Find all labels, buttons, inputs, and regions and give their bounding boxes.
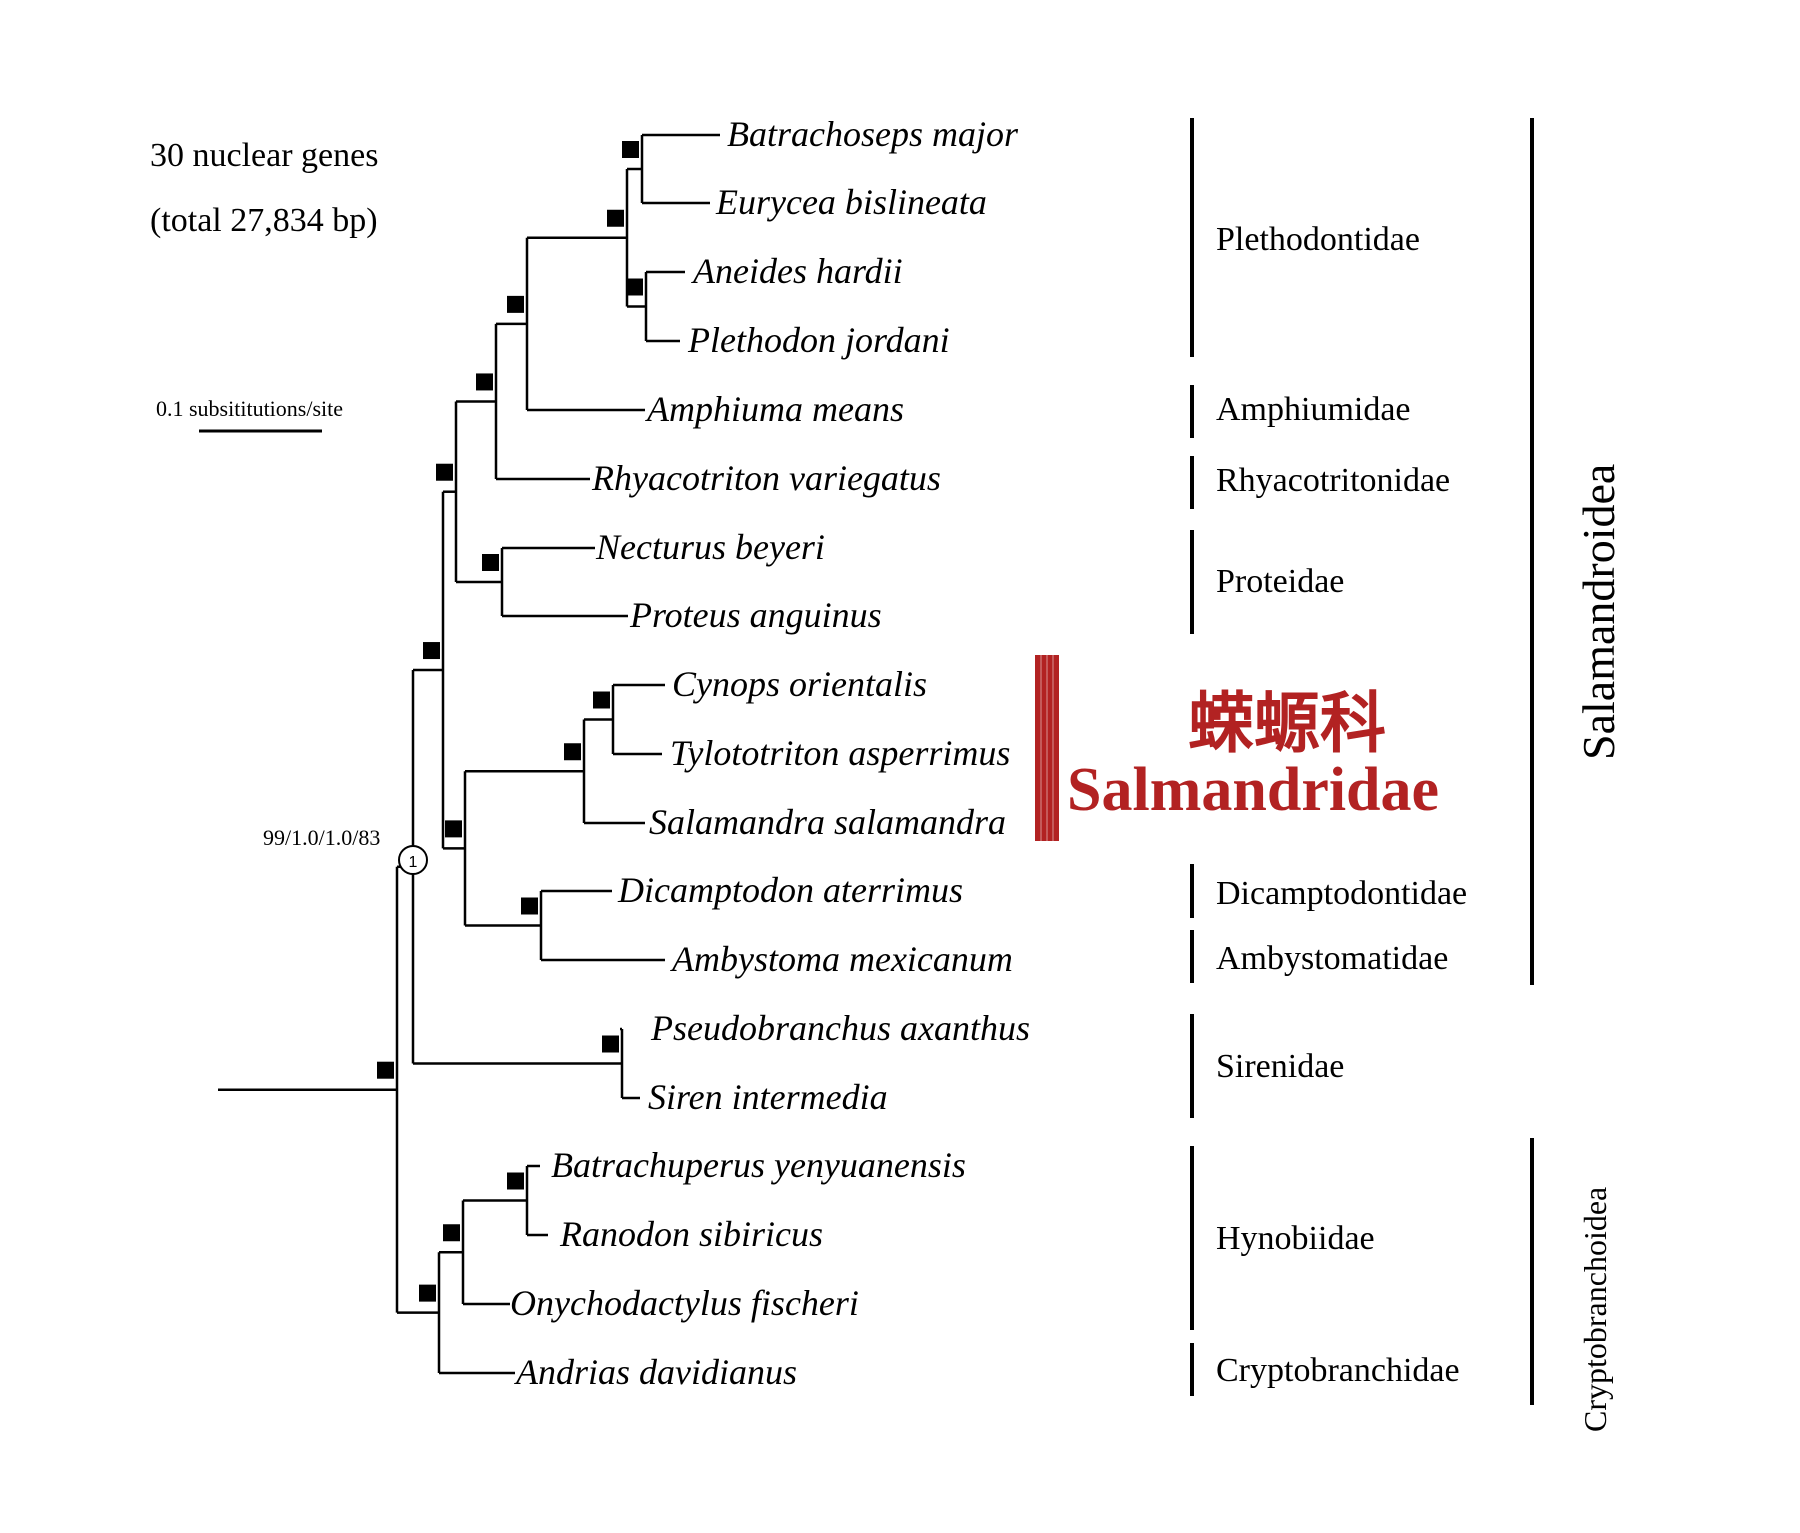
family-proteidae: Proteidae xyxy=(1216,563,1344,600)
taxon-label: Onychodactylus fischeri xyxy=(510,1283,859,1323)
family-rhyacotritonidae: Rhyacotritonidae xyxy=(1216,462,1450,499)
taxon-label: Rhyacotriton variegatus xyxy=(591,458,941,498)
tree-branches xyxy=(218,133,720,1375)
support-marker-root xyxy=(377,1061,394,1079)
family-labels: Plethodontidae Amphiumidae Rhyacotritoni… xyxy=(1067,221,1467,1389)
family-dicamptodontidae: Dicamptodontidae xyxy=(1216,875,1467,912)
taxon-label: Batrachuperus yenyuanensis xyxy=(551,1145,966,1185)
support-marker-dic_amb xyxy=(521,897,538,915)
support-marker-ane_ple xyxy=(626,278,643,296)
taxon-label: Eurycea bislineata xyxy=(715,182,987,222)
support-marker-p_prot xyxy=(436,463,453,481)
family-plethodontidae: Plethodontidae xyxy=(1216,221,1420,258)
taxon-label: Ambystoma mexicanum xyxy=(670,939,1013,979)
taxon-label: Andrias davidianus xyxy=(514,1352,797,1392)
support-marker-cyn_tyl xyxy=(593,691,610,709)
taxon-label: Pseudobranchus axanthus xyxy=(650,1008,1030,1048)
support-marker-upper xyxy=(423,642,440,660)
support-marker-pleth_amp xyxy=(507,295,524,313)
taxon-label: Aneides hardii xyxy=(691,251,903,291)
salamandridae-bar xyxy=(1035,655,1059,841)
taxon-label: Dicamptodon aterrimus xyxy=(617,870,963,910)
family-ambystomatidae: Ambystomatidae xyxy=(1216,940,1448,977)
taxon-label: Salamandra salamandra xyxy=(649,802,1006,842)
taxon-label: Proteus anguinus xyxy=(629,595,882,635)
family-bars xyxy=(1190,118,1534,1405)
support-marker-pleth xyxy=(607,209,624,227)
node-1-label: 1 xyxy=(409,854,418,871)
family-cryptobranchidae: Cryptobranchidae xyxy=(1216,1352,1460,1389)
taxon-label: Siren intermedia xyxy=(648,1077,888,1117)
family-hynobiidae: Hynobiidae xyxy=(1216,1220,1375,1257)
node-support-label: 99/1.0/1.0/83 xyxy=(263,825,380,850)
family-salamandridae: Salmandridae xyxy=(1067,756,1439,824)
support-marker-hyno xyxy=(443,1224,460,1242)
taxon-label: Tylototriton asperrimus xyxy=(670,733,1010,773)
taxon-label: Amphiuma means xyxy=(645,389,904,429)
taxon-label: Batrachoseps major xyxy=(727,114,1019,154)
support-marker-proteid xyxy=(482,554,499,571)
support-marker-sal_dic xyxy=(445,820,462,838)
scale-bar-label: 0.1 subsititutions/site xyxy=(156,396,343,421)
support-marker-bat_eur xyxy=(622,141,639,158)
taxon-label: Ranodon sibiricus xyxy=(559,1214,823,1254)
taxon-label: Necturus beyeri xyxy=(595,527,825,567)
family-sirenidae: Sirenidae xyxy=(1216,1048,1344,1085)
dataset-subtitle: (total 27,834 bp) xyxy=(150,202,378,239)
support-markers xyxy=(377,141,643,1302)
support-marker-bat_ran xyxy=(507,1172,524,1190)
superfamily-salamandroidea: Salamandroidea xyxy=(1573,464,1624,760)
family-salamandridae-chinese: 蝾螈科 xyxy=(1188,685,1386,762)
taxon-label: Cynops orientalis xyxy=(672,664,927,704)
family-amphiumidae: Amphiumidae xyxy=(1216,391,1411,428)
dataset-title: 30 nuclear genes xyxy=(150,137,378,174)
support-marker-crypto xyxy=(419,1284,436,1302)
taxon-label: Plethodon jordani xyxy=(687,320,950,360)
support-marker-p_rhy xyxy=(476,373,493,391)
node-1-circle xyxy=(398,845,428,875)
support-marker-salmand xyxy=(564,743,581,761)
support-marker-siren xyxy=(602,1035,619,1053)
superfamily-cryptobranchoidea: Cryptobranchoidea xyxy=(1577,1187,1613,1432)
